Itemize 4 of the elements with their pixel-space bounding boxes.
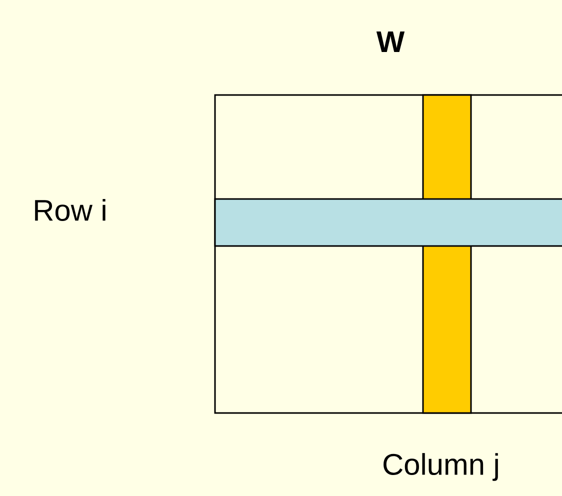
axis-label: Column j xyxy=(384,453,498,481)
row-band xyxy=(214,198,562,247)
axis-label: Row i xyxy=(35,199,106,221)
matrix-heading: W xyxy=(376,31,405,52)
